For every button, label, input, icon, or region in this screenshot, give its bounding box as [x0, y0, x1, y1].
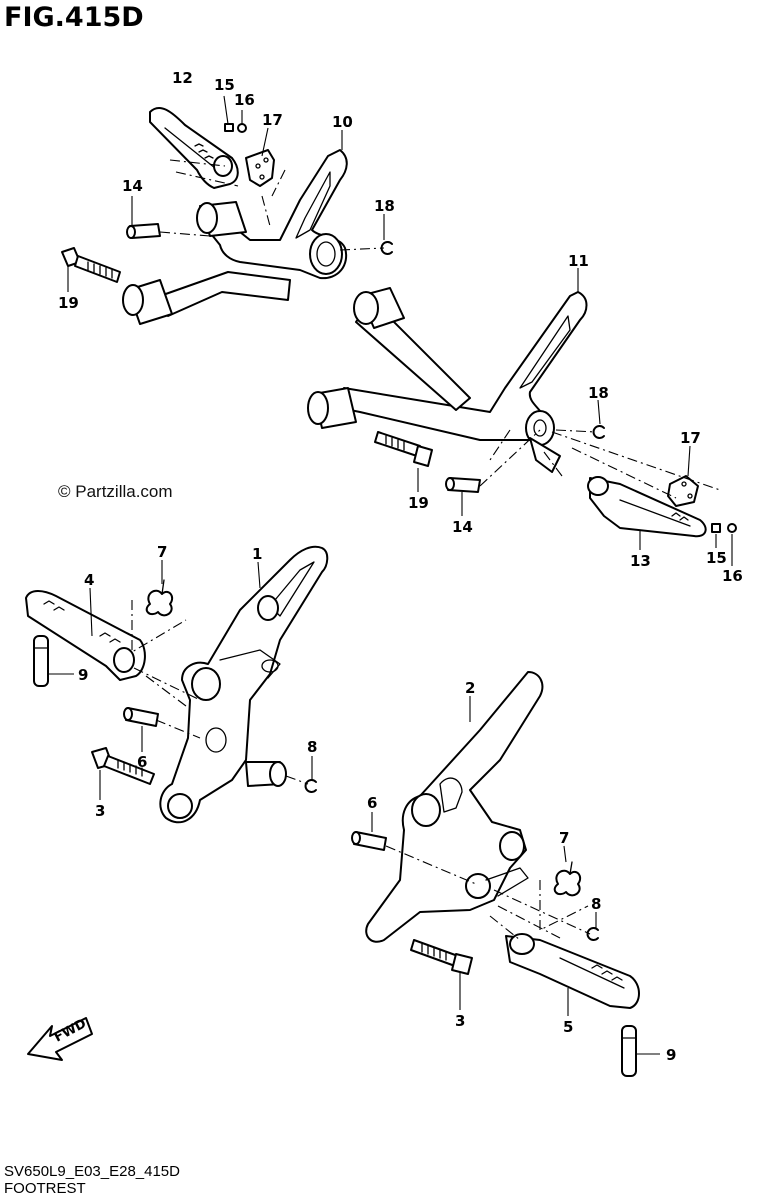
leader-lines — [48, 95, 733, 1055]
rider-footrest-left-assembly — [25, 545, 329, 824]
part-16-ball — [237, 123, 247, 133]
callout-2: 2 — [465, 679, 475, 697]
part-8-e-ring — [304, 779, 317, 793]
callout-9-right: 9 — [666, 1046, 676, 1064]
part-14-pin — [126, 223, 161, 239]
part-8-e-ring-right — [586, 927, 599, 941]
part-17-plate — [245, 149, 275, 187]
callout-6-right: 6 — [367, 794, 377, 812]
passenger-footrest-right-assembly — [307, 287, 737, 538]
rider-footrest-right-assembly — [351, 671, 640, 1077]
callout-3: 3 — [95, 802, 105, 820]
bush-upper-right — [353, 287, 405, 329]
callout-19-right: 19 — [408, 494, 429, 512]
callout-15-right: 15 — [706, 549, 727, 567]
callout-7: 7 — [157, 543, 167, 561]
callout-16: 16 — [234, 91, 255, 109]
callout-16-right: 16 — [722, 567, 743, 585]
part-9-pin — [33, 635, 49, 687]
part-12-footrest — [149, 106, 239, 189]
part-15-spring-right — [711, 523, 721, 533]
part-3-bolt — [91, 747, 155, 785]
callout-11: 11 — [568, 252, 589, 270]
part-18-e-ring-right — [592, 425, 605, 439]
callout-5: 5 — [563, 1018, 573, 1036]
callout-18: 18 — [374, 197, 395, 215]
passenger-footrest-left-assembly — [61, 106, 393, 325]
callout-17: 17 — [262, 111, 283, 129]
callout-12: 12 — [172, 69, 193, 87]
figure-code: SV650L9_E03_E28_415D — [4, 1163, 180, 1180]
bush-lower-right — [307, 387, 357, 429]
callout-1: 1 — [252, 545, 262, 563]
collar-left — [245, 761, 287, 787]
part-11-bracket — [339, 291, 588, 446]
callout-labels: 12 15 16 17 10 14 18 19 11 18 17 19 14 1… — [58, 69, 743, 1064]
callout-14: 14 — [122, 177, 143, 195]
part-7-spring — [145, 579, 174, 617]
callout-7-right: 7 — [559, 829, 569, 847]
part-3-bolt-right — [410, 939, 473, 975]
part-10-bracket — [199, 149, 348, 280]
callout-9: 9 — [78, 666, 88, 684]
part-4-footrest — [25, 590, 146, 681]
bracket-arm — [159, 271, 291, 317]
callout-8-right: 8 — [591, 895, 601, 913]
part-15-spring — [224, 123, 234, 132]
part-16-ball-right — [727, 523, 737, 533]
figure-title: FIG.415D — [4, 2, 144, 33]
callout-8: 8 — [307, 738, 317, 756]
part-9-pin-right — [621, 1025, 637, 1077]
bush-lower — [122, 279, 173, 325]
callout-4: 4 — [84, 571, 94, 589]
callout-19: 19 — [58, 294, 79, 312]
part-17-plate-right — [667, 475, 699, 507]
callout-3-right: 3 — [455, 1012, 465, 1030]
callout-13: 13 — [630, 552, 651, 570]
callout-17-right: 17 — [680, 429, 701, 447]
part-14-pin-right — [445, 477, 481, 493]
part-2-bracket — [365, 671, 544, 943]
watermark: © Partzilla.com — [58, 482, 173, 501]
part-6-pin-right — [351, 831, 387, 851]
callout-18-right: 18 — [588, 384, 609, 402]
bush-upper — [196, 201, 247, 237]
callout-15: 15 — [214, 76, 235, 94]
part-19-bolt-right — [374, 431, 433, 467]
part-1-bracket — [159, 545, 329, 824]
figure-caption: FOOTREST — [4, 1180, 86, 1197]
part-5-footrest — [505, 933, 640, 1009]
forward-direction-arrow: FWD — [27, 1016, 93, 1061]
part-19-bolt — [61, 247, 121, 283]
part-13-footrest — [587, 476, 707, 538]
callout-14-right: 14 — [452, 518, 473, 536]
callout-10: 10 — [332, 113, 353, 131]
part-7-spring-right — [553, 861, 582, 897]
part-6-pin — [123, 707, 159, 727]
callout-6: 6 — [137, 753, 147, 771]
